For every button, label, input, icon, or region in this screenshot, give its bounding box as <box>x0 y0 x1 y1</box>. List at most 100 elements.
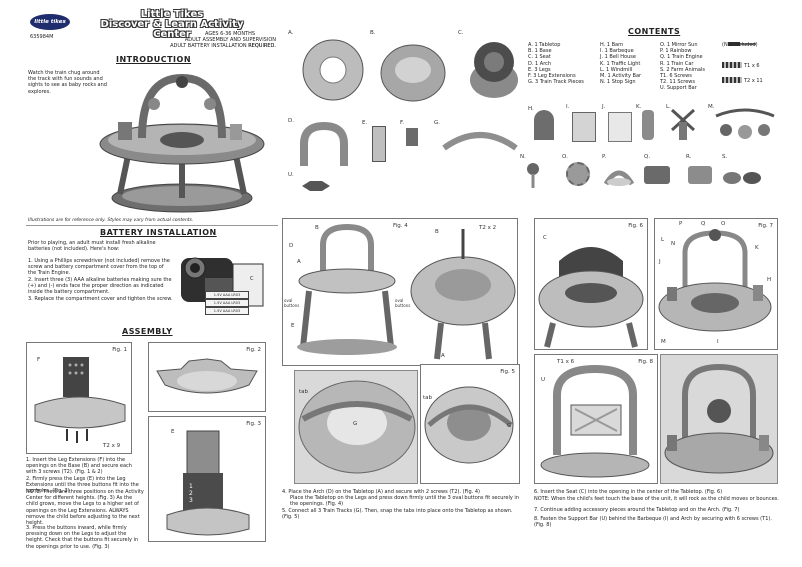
step-left-1: 1. Insert the Leg Extensions (F) into th… <box>26 457 132 476</box>
fig-4-label-d: D <box>289 243 294 249</box>
contents-item: N. 1 Stop Sign <box>600 79 636 86</box>
part-e-label: E. <box>362 120 368 126</box>
battery-step-2: 2. Insert three (3) AAA alkaline batteri… <box>28 277 172 296</box>
fig-3-height-numbers: 1 2 3 <box>189 483 193 504</box>
screwdriver-icon <box>728 32 758 46</box>
fig-4-label: Fig. 4 <box>393 223 408 229</box>
battery-row-1: 1.5V AAA LR03 <box>205 291 249 299</box>
contents-item: D. 1 Arch <box>528 60 552 67</box>
battery-row-3: 1.5V AAA LR03 <box>205 307 249 315</box>
part-a-tabletop <box>300 36 366 104</box>
fig-4-label-a: A <box>297 259 301 265</box>
contents-heading: CONTENTS <box>628 27 681 36</box>
intro-heading: INTRODUCTION <box>116 55 192 64</box>
fig-4-panel: Fig. 4 B D A E oval buttons oval buttons… <box>282 218 518 366</box>
screw-t1-label: T1 x 6 <box>744 63 760 69</box>
intro-text: Watch the train chug around the track wi… <box>28 70 107 95</box>
contents-item: L. 1 Windmill <box>600 66 633 73</box>
battery-heading: BATTERY INSTALLATION <box>100 228 217 237</box>
part-u-support-bar <box>300 178 332 192</box>
brand-logo-text: little tikes <box>34 19 66 25</box>
part-r-label: R. <box>686 154 692 160</box>
fig-7-label-h: H <box>767 277 772 283</box>
fig-1-label: Fig. 1 <box>112 347 127 353</box>
assembly-note-1: ADULT ASSEMBLY AND SUPERVISION REQUIRED. <box>184 37 276 50</box>
fig-2-panel: Fig. 2 <box>148 342 266 412</box>
contents-col-2: H. 1 Barn I. 1 Barbeque J. 1 Bell House … <box>600 42 662 85</box>
part-l-label: L. <box>666 104 671 110</box>
fig-7-panel: Fig. 7 P Q O L N K J H M I <box>654 218 778 350</box>
step-left-3: 3. Press the buttons inward, while firml… <box>26 525 139 550</box>
fig-4-oval-left: oval buttons <box>284 298 300 308</box>
part-m-activity-bar <box>712 108 778 142</box>
part-q-label: Q. <box>644 154 651 160</box>
fig-4-label-a2: A <box>441 353 445 359</box>
fig-4-oval-right: oval buttons <box>395 298 411 308</box>
assembly-heading: ASSEMBLY <box>122 327 173 336</box>
fig-1-label-f: F <box>37 357 41 363</box>
tool-note: (Not included) <box>722 42 758 48</box>
contents-item: A. 1 Tabletop <box>528 42 561 48</box>
part-l-windmill <box>668 108 698 140</box>
fig-7-label-i: I <box>717 339 719 345</box>
part-o-mirror-sun <box>566 162 590 186</box>
contents-item: E. 3 Legs <box>528 66 551 73</box>
battery-1-label: 1.5V AAA LR03 <box>213 293 241 297</box>
fig-6-label-c: C <box>543 235 547 241</box>
contents-item: S. 2 Farm Animals <box>660 66 705 73</box>
fig-7-label-m: M <box>661 339 666 345</box>
contents-item: I. 1 Barbeque <box>600 48 634 55</box>
fig-5-tab-left: tab <box>299 389 309 395</box>
contents-item: O. 1 Mirror Sun <box>660 42 698 48</box>
fig-3-label: Fig. 3 <box>246 421 261 427</box>
contents-item: T2. 11 Screws <box>660 79 696 86</box>
fig-3-label-e: E <box>171 429 175 435</box>
part-i-barbeque <box>572 112 596 142</box>
fig-5-panel: Fig. 5 tab G <box>420 364 520 484</box>
part-c-label: C. <box>458 30 464 36</box>
fig-5-g-right: G <box>507 423 512 429</box>
divider <box>26 225 278 226</box>
step-mid-4: 4. Place the Arch (D) on the Tabletop (A… <box>282 489 480 495</box>
fig-7-label-k: K <box>755 245 759 251</box>
fig-3-panel: Fig. 3 E 1 2 3 <box>148 416 266 542</box>
part-b-label: B. <box>370 30 376 36</box>
battery-3-label: 1.5V AAA LR03 <box>213 309 241 313</box>
part-g-track <box>440 124 520 154</box>
battery-2-label: 1.5V AAA LR03 <box>213 301 241 305</box>
part-o-label: O. <box>562 154 568 160</box>
part-h-barn <box>534 110 554 140</box>
part-m-label: M. <box>708 104 715 110</box>
contents-item: G. 3 Train Track Pieces <box>528 79 584 86</box>
step-right-8: 8. Fasten the Support Bar (U) behind the… <box>534 516 772 529</box>
fig-8-photo <box>660 354 778 484</box>
ages-label: AGES 6-36 MONTHS <box>205 31 256 37</box>
part-b-base <box>378 40 448 106</box>
part-p-rainbow <box>603 162 635 186</box>
part-n-stop-sign <box>526 162 540 188</box>
contents-item: R. 1 Train Car <box>660 60 694 67</box>
part-k-label: K. <box>636 104 642 110</box>
part-h-label: H. <box>528 106 534 112</box>
contents-col-3: O. 1 Mirror Sun P. 1 Rainbow Q. 1 Train … <box>660 42 716 92</box>
part-a-label: A. <box>288 30 294 36</box>
step-right-6: 6. Insert the Seat (C) into the opening … <box>534 489 723 495</box>
fig-1-panel: Fig. 1 F T2 x 9 <box>26 342 132 454</box>
contents-item: M. 1 Activity Bar <box>600 73 642 80</box>
part-n-label: N. <box>520 154 526 160</box>
step-right-7: 7. Continue adding accessory pieces arou… <box>534 507 740 513</box>
brand-logo: little tikes <box>30 14 70 30</box>
part-p-label: P. <box>602 154 607 160</box>
product-illustration <box>90 66 270 216</box>
part-f-leg-extension <box>406 128 418 146</box>
assembly-note-2: ADULT BATTERY INSTALLATION REQUIRED. <box>170 43 276 49</box>
battery-step-1: 1. Using a Phillips screwdriver (not inc… <box>28 258 170 277</box>
fig-4-label-e: E <box>291 323 295 329</box>
part-d-arch <box>296 121 352 168</box>
fig-7-label-o: O <box>721 221 726 227</box>
step-mid-5: 5. Connect all 3 Train Tracks (G). Then,… <box>282 508 513 521</box>
part-c-seat <box>466 36 522 106</box>
fig-2-label: Fig. 2 <box>246 347 261 353</box>
part-e-leg <box>372 126 386 162</box>
part-s-farm-animals <box>722 166 764 186</box>
